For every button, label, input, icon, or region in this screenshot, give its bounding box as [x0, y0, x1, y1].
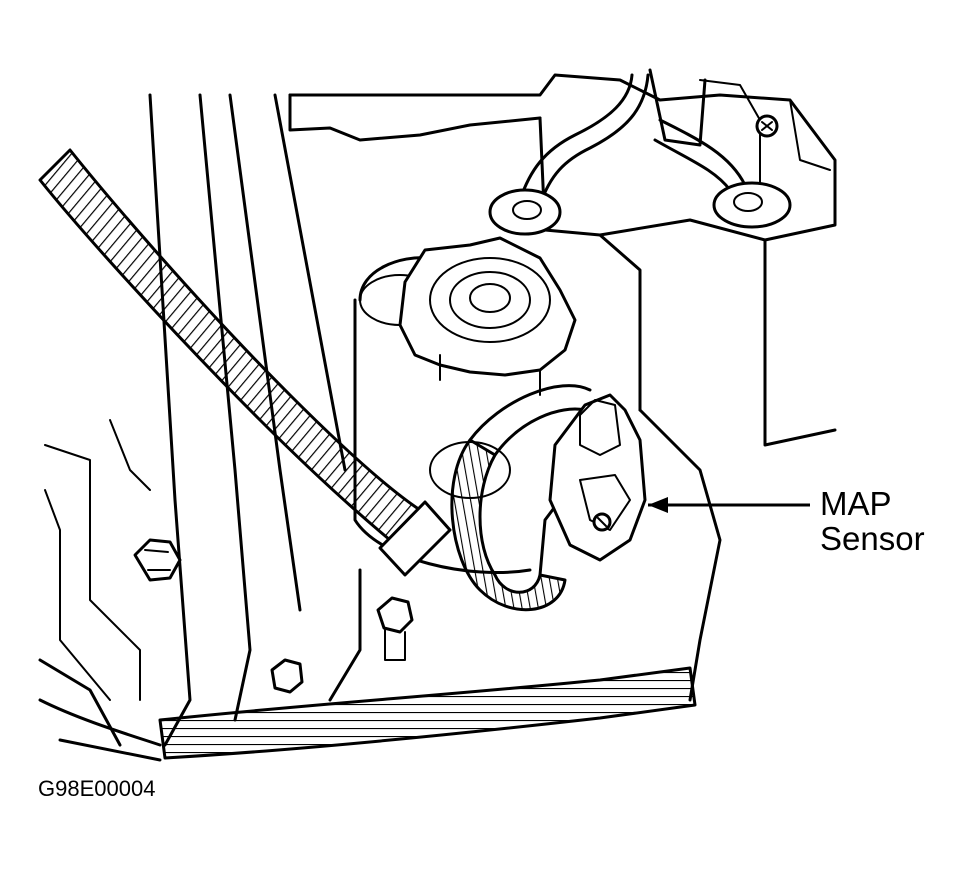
- vacuum-tubes: [488, 68, 792, 236]
- callout-line-1: MAP: [820, 485, 892, 522]
- mounting-bolts: [133, 538, 414, 694]
- figure-id-label: G98E00004: [38, 776, 156, 801]
- map-sensor-label: MAP Sensor: [820, 486, 925, 556]
- callout-line-2: Sensor: [820, 520, 925, 557]
- callout-arrow: [648, 497, 810, 513]
- engine-block: [288, 73, 837, 702]
- map-sensor: [548, 393, 647, 562]
- corrugated-hose-main: [38, 148, 452, 577]
- corrugated-hose-lower: [38, 666, 697, 762]
- reservoir: [353, 236, 577, 574]
